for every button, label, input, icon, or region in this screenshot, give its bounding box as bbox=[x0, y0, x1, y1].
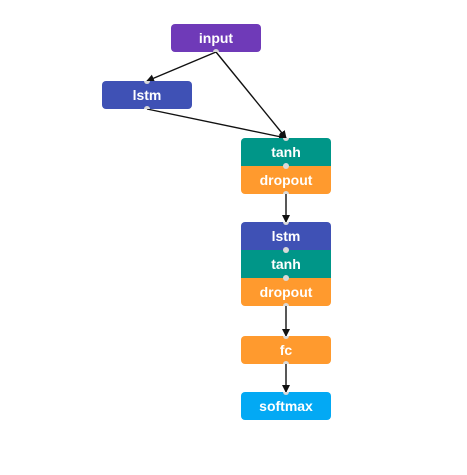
connection-port[interactable] bbox=[283, 336, 289, 339]
layer-lstm-label: lstm bbox=[102, 81, 192, 109]
internal-port bbox=[283, 275, 289, 281]
connection-port[interactable] bbox=[283, 392, 289, 395]
layer-tanh-label: tanh bbox=[241, 250, 331, 278]
node-fc[interactable]: fc bbox=[241, 336, 331, 364]
layer-tanh-label: tanh bbox=[241, 138, 331, 166]
edge-lstm1-to-block1 bbox=[146, 108, 287, 141]
connection-port[interactable] bbox=[283, 222, 289, 225]
layer-fc-label: fc bbox=[241, 336, 331, 364]
layer-dropout-label: dropout bbox=[241, 166, 331, 194]
connection-port[interactable] bbox=[144, 106, 150, 109]
layer-input-label: input bbox=[171, 24, 261, 52]
connection-port[interactable] bbox=[213, 49, 219, 52]
layer-dropout-label: dropout bbox=[241, 278, 331, 306]
node-softmax[interactable]: softmax bbox=[241, 392, 331, 420]
connection-port[interactable] bbox=[283, 361, 289, 364]
layer-lstm-label: lstm bbox=[241, 222, 331, 250]
node-input[interactable]: input bbox=[171, 24, 261, 52]
connection-port[interactable] bbox=[283, 191, 289, 194]
connection-port[interactable] bbox=[283, 303, 289, 306]
internal-port bbox=[283, 247, 289, 253]
node-lstm[interactable]: lstm bbox=[102, 81, 192, 109]
internal-port bbox=[283, 163, 289, 169]
edge-input-to-block1 bbox=[215, 51, 287, 139]
connection-port[interactable] bbox=[144, 81, 150, 84]
edge-input-to-lstm1 bbox=[146, 51, 217, 82]
layer-softmax-label: softmax bbox=[241, 392, 331, 420]
